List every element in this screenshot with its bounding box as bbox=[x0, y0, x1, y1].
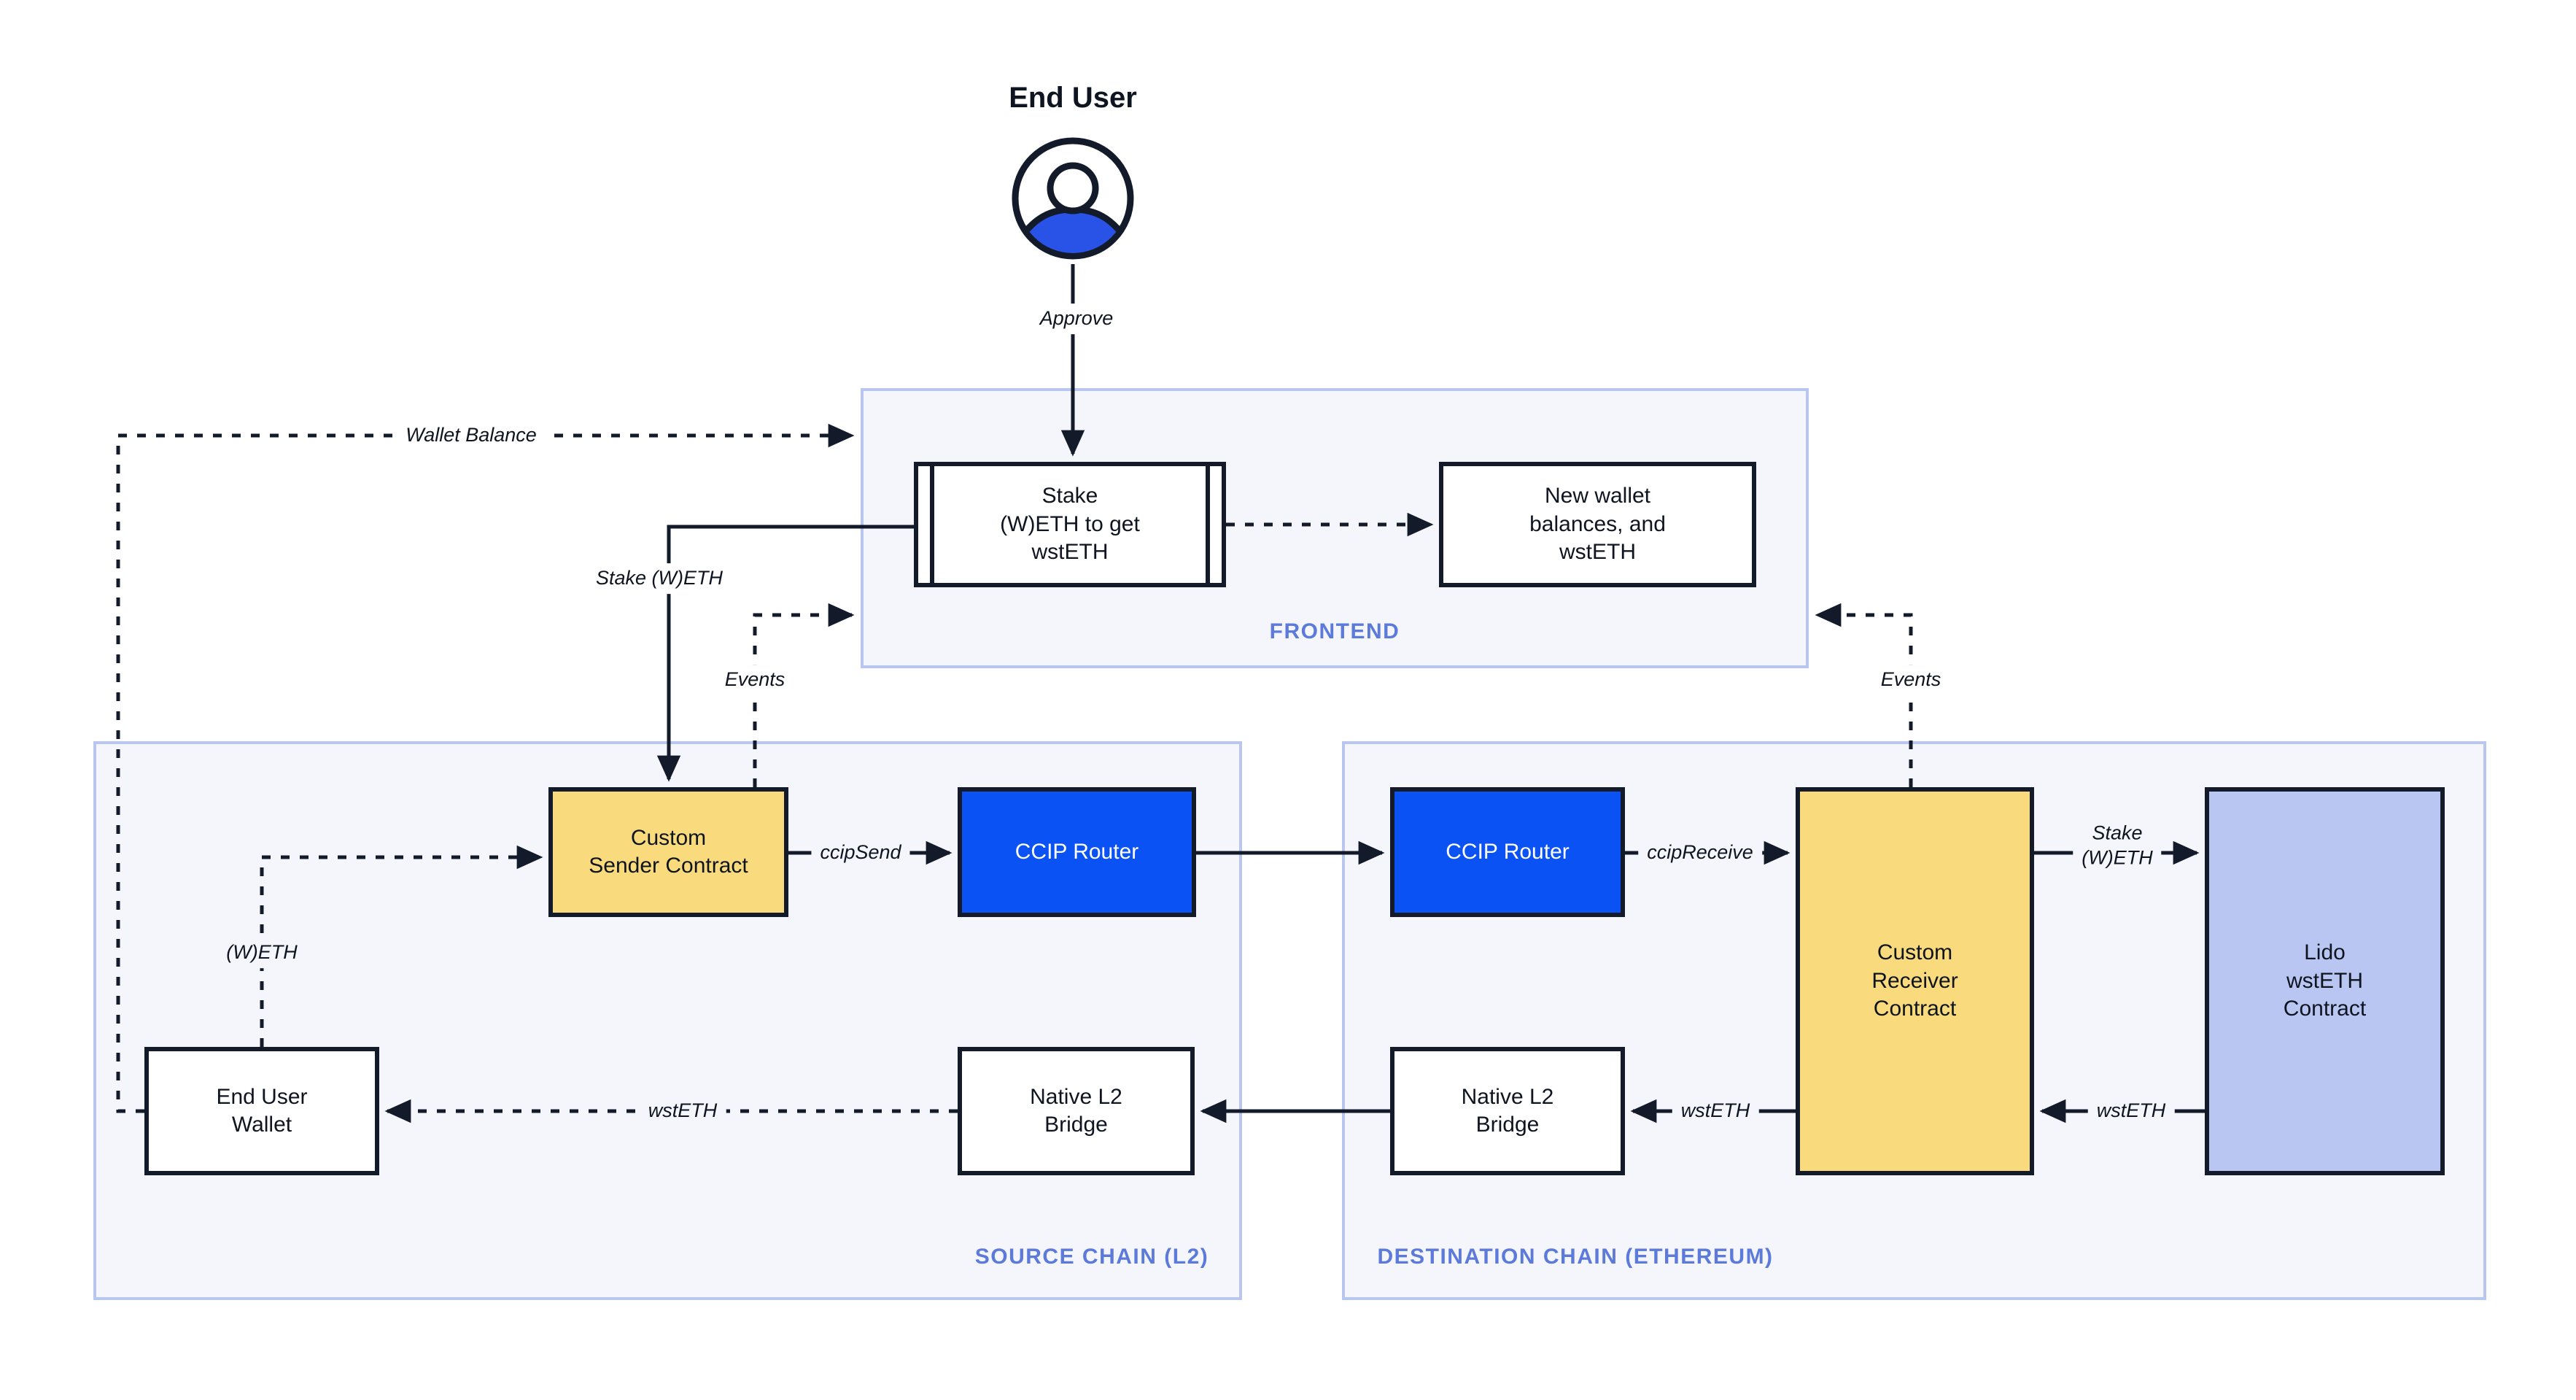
weth-label: (W)ETH bbox=[217, 937, 306, 968]
person-icon bbox=[1012, 137, 1134, 260]
ccipreceive-label: ccipReceive bbox=[1638, 838, 1762, 868]
source-chain-panel-label: SOURCE CHAIN (L2) bbox=[974, 1245, 1209, 1269]
stake-box: Stake (W)ETH to get wstETH bbox=[914, 462, 1226, 587]
native-l2-bridge-source-box: Native L2 Bridge bbox=[958, 1047, 1195, 1175]
wsteth-source-label: wstETH bbox=[639, 1096, 726, 1126]
events-right-arrow bbox=[1815, 603, 1913, 787]
stake-weth-lido-label: Stake (W)ETH bbox=[2073, 818, 2162, 873]
native-l2-bridge-destination-box: Native L2 Bridge bbox=[1390, 1047, 1625, 1175]
destination-chain-panel-label: DESTINATION CHAIN (ETHEREUM) bbox=[1377, 1245, 1774, 1269]
ccip-router-source-box: CCIP Router bbox=[958, 787, 1196, 917]
new-wallet-balances-box: New wallet balances, and wstETH bbox=[1439, 462, 1756, 587]
stake-weth-label: Stake (W)ETH bbox=[586, 563, 732, 594]
events-left-label: Events bbox=[715, 665, 794, 695]
wsteth-destination-label: wstETH bbox=[1672, 1096, 1759, 1126]
stake-weth-arrow bbox=[656, 525, 914, 782]
custom-sender-contract-box: Custom Sender Contract bbox=[548, 787, 788, 917]
end-user-wallet-box: End User Wallet bbox=[144, 1047, 379, 1175]
subroutine-bar-left bbox=[930, 466, 934, 583]
events-left-arrow bbox=[753, 603, 855, 787]
end-user-title: End User bbox=[1009, 82, 1137, 114]
custom-receiver-contract-box: Custom Receiver Contract bbox=[1796, 787, 2034, 1175]
approve-label: Approve bbox=[1031, 303, 1122, 334]
frontend-panel-label: FRONTEND bbox=[1269, 619, 1400, 643]
ccip-router-destination-box: CCIP Router bbox=[1390, 787, 1625, 917]
events-right-label: Events bbox=[1871, 665, 1950, 695]
lido-wsteth-contract-box: Lido wstETH Contract bbox=[2205, 787, 2445, 1175]
wallet-balance-arrow bbox=[116, 423, 855, 1113]
stake-box-label: Stake (W)ETH to get wstETH bbox=[1000, 484, 1140, 565]
wallet-balance-label: Wallet Balance bbox=[397, 420, 546, 451]
subroutine-bar-right bbox=[1206, 466, 1210, 583]
wsteth-lido-label: wstETH bbox=[2087, 1096, 2175, 1126]
ccipsend-label: ccipSend bbox=[811, 838, 910, 868]
weth-arrow bbox=[260, 845, 543, 1047]
